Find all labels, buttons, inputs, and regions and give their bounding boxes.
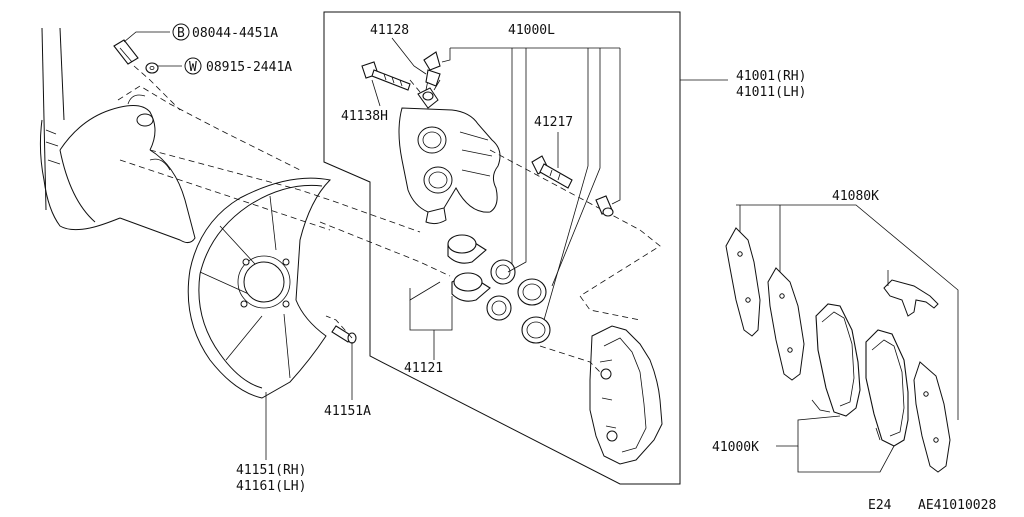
footer-section-code: E24 bbox=[868, 498, 892, 512]
bolt-b-marker-circle bbox=[172, 23, 190, 41]
bleeder-screw bbox=[531, 155, 573, 189]
piston-seals bbox=[486, 259, 551, 344]
assembly-lines bbox=[117, 65, 661, 373]
label-baffle-lh: 41161(LH) bbox=[236, 479, 306, 494]
label-washer-w-part: 08915-2441A bbox=[206, 60, 292, 75]
caliper-body bbox=[398, 79, 501, 225]
label-pad-set: 41000K bbox=[712, 440, 759, 455]
label-bolt-b-part: 08044-4451A bbox=[192, 26, 278, 41]
washer-w-marker: W bbox=[189, 60, 197, 75]
caliper-bracket bbox=[589, 325, 663, 465]
bleeder-cap bbox=[595, 195, 614, 217]
pin-bolt bbox=[361, 61, 411, 91]
footer-drawing-number: AE41010028 bbox=[918, 498, 996, 512]
bolt-b-marker: B bbox=[177, 26, 185, 41]
guide-pin bbox=[423, 51, 441, 87]
label-guide-pin: 41128 bbox=[370, 23, 409, 38]
part-labels: B 08044-4451A W 08915-2441A 41128 41000L… bbox=[172, 23, 996, 513]
washer-w bbox=[145, 62, 159, 74]
label-caliper-lh: 41011(LH) bbox=[736, 85, 806, 100]
baffle-bolt bbox=[331, 325, 357, 344]
pad-shims bbox=[725, 227, 951, 473]
label-baffle-bolt: 41151A bbox=[324, 404, 371, 419]
label-bleeder: 41217 bbox=[534, 115, 573, 130]
label-pin-bolt: 41138H bbox=[341, 109, 388, 124]
pad-kit-frame bbox=[736, 204, 959, 420]
label-baffle-rh: 41151(RH) bbox=[236, 463, 306, 478]
label-caliper-rh: 41001(RH) bbox=[736, 69, 806, 84]
steering-knuckle bbox=[39, 27, 196, 244]
washer-w-marker-circle bbox=[184, 57, 202, 75]
dust-shield bbox=[187, 177, 332, 399]
label-caliper-assembly: 41000L bbox=[508, 23, 555, 38]
label-pad-kit: 41080K bbox=[832, 189, 879, 204]
label-piston: 41121 bbox=[404, 361, 443, 376]
pistons bbox=[447, 234, 491, 302]
leader-lines bbox=[123, 31, 895, 473]
brake-pads bbox=[811, 303, 909, 447]
anti-rattle-clip bbox=[883, 279, 939, 317]
bolt-b bbox=[113, 39, 139, 65]
caliper-assembly-frame bbox=[323, 11, 681, 485]
